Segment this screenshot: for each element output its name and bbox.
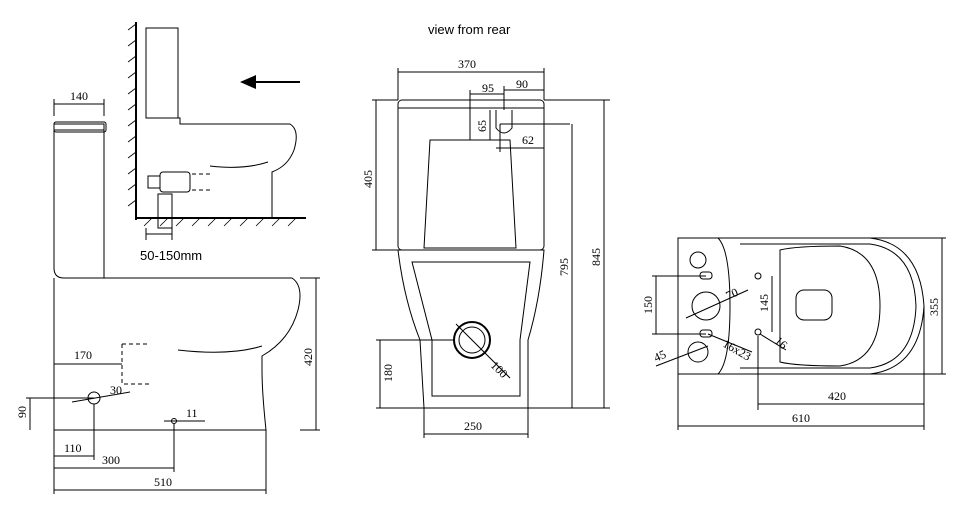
rear-dim-180: 180 — [381, 364, 395, 382]
top-outline — [677, 237, 925, 375]
rear-inlet-slot — [495, 110, 513, 134]
side-tank-lid — [53, 121, 107, 133]
top-dim-420: 420 — [828, 389, 846, 403]
rear-tank — [397, 99, 545, 251]
rear-dim-100: 100 — [488, 358, 511, 381]
rear-dim-845: 845 — [589, 248, 603, 266]
inset-outlet-pipe — [159, 171, 191, 193]
top-fix-hole-1 — [754, 272, 762, 280]
side-dim-110: 110 — [64, 441, 82, 455]
rear-dim-95: 95 — [482, 81, 494, 95]
side-dim-11: 11 — [186, 406, 198, 420]
side-dim-510: 510 — [154, 475, 172, 489]
top-seat — [779, 245, 881, 367]
side-dim-90: 90 — [15, 406, 29, 418]
rear-dim-62: 62 — [522, 133, 534, 147]
rear-view-caption: view from rear — [428, 22, 511, 37]
side-dim-140: 140 — [70, 89, 88, 103]
inset-toilet — [145, 27, 297, 219]
top-dim-16: 16 — [772, 334, 790, 352]
side-bowl-curve — [177, 345, 263, 353]
rear-dim-405: 405 — [361, 170, 375, 188]
side-dim-420: 420 — [301, 348, 315, 366]
install-inset: 50-150mm — [127, 22, 306, 263]
top-view: 150 70 45 16x23 145 16 355 420 610 — [641, 237, 946, 430]
top-hole-center — [691, 291, 721, 321]
offset-range-label: 50-150mm — [140, 248, 202, 263]
top-dim-70: 70 — [724, 285, 741, 303]
side-bowl-outline — [53, 277, 301, 431]
top-dim-145: 145 — [757, 294, 771, 312]
side-dim-300: 300 — [102, 453, 120, 467]
top-dim-355: 355 — [927, 298, 941, 316]
rear-dim-90: 90 — [516, 77, 528, 91]
top-dim-610: 610 — [792, 411, 810, 425]
rear-dim-65: 65 — [475, 120, 489, 132]
side-dim-30: 30 — [110, 383, 122, 397]
rear-dim-795: 795 — [557, 258, 571, 276]
side-view: 140 170 30 11 90 110 300 510 420 — [15, 89, 320, 494]
top-bowl-hole — [795, 289, 833, 321]
top-dim-45: 45 — [652, 347, 669, 365]
rear-view: view from rear 100 370 95 90 65 62 — [361, 22, 610, 438]
rear-dim-250: 250 — [464, 419, 482, 433]
top-fix-hole-2 — [754, 328, 762, 336]
top-dim-150: 150 — [641, 296, 655, 314]
side-inlet-box — [121, 343, 150, 385]
top-hole-upper — [689, 251, 707, 269]
rear-tank-inner — [423, 139, 517, 249]
side-tank-outline — [53, 123, 105, 279]
top-hole-lower — [687, 341, 709, 363]
side-dim-170: 170 — [74, 348, 92, 362]
rear-dim-370: 370 — [458, 57, 476, 71]
rear-bowl-outline — [397, 249, 545, 409]
